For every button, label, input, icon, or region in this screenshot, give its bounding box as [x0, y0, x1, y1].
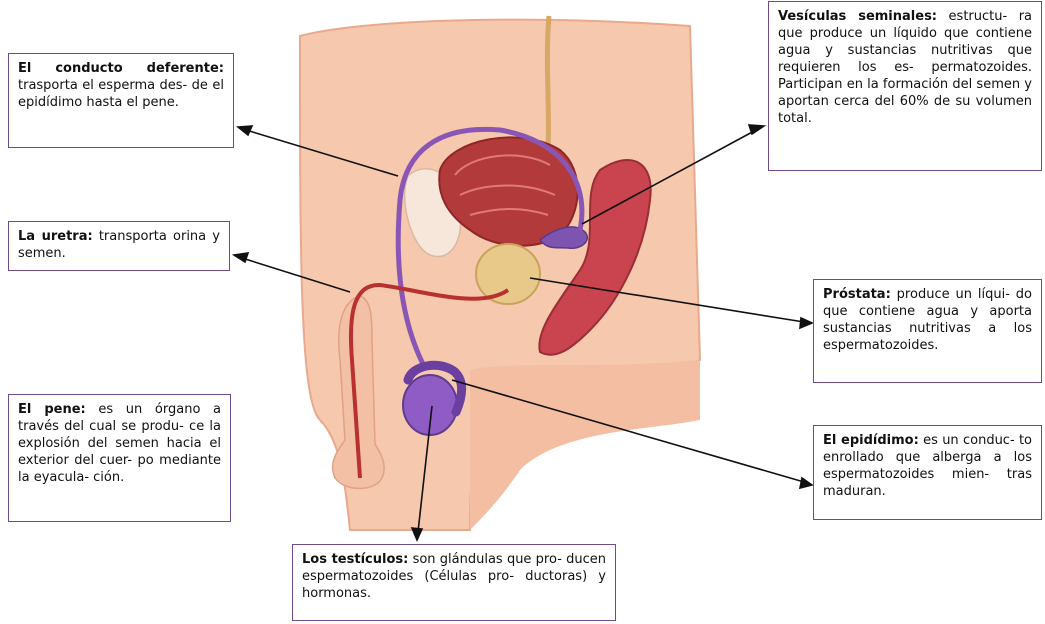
- label-term: El epidídimo:: [823, 433, 919, 448]
- label-description: trasporta el esperma des- de el epidídim…: [18, 78, 224, 110]
- label-vesiculas-seminales: Vesículas seminales: estructu- ra que pr…: [768, 1, 1042, 171]
- label-term: Los testículos:: [302, 552, 408, 567]
- label-term: El pene:: [18, 402, 86, 417]
- label-conducto-deferente: El conducto deferente: trasporta el espe…: [8, 53, 234, 148]
- label-pene: El pene: es un órgano a través del cual …: [8, 394, 231, 522]
- label-description: estructu- ra que produce un líquido que …: [778, 9, 1032, 126]
- label-uretra: La uretra: transporta orina y semen.: [8, 221, 230, 271]
- label-epididimo: El epidídimo: es un conduc- to enrollado…: [813, 425, 1042, 520]
- label-prostata: Próstata: produce un líqui- do que conti…: [813, 279, 1042, 383]
- thigh-shape: [470, 360, 700, 530]
- ureter-tube: [547, 16, 549, 150]
- label-term: El conducto deferente:: [18, 61, 224, 76]
- label-term: Próstata:: [823, 287, 891, 302]
- label-term: La uretra:: [18, 229, 93, 244]
- prostate-shape: [476, 244, 540, 304]
- label-testiculos: Los testículos: son glándulas que pro- d…: [292, 544, 616, 621]
- label-term: Vesículas seminales:: [778, 9, 937, 24]
